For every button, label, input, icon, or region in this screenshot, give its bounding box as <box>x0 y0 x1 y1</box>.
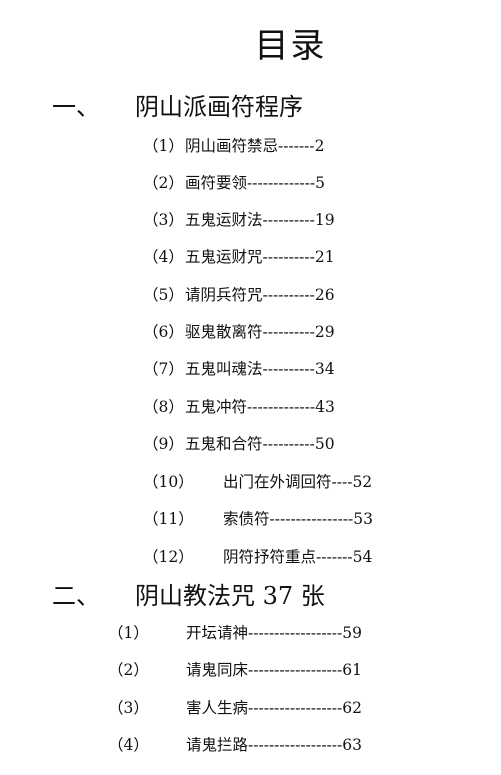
entry-text: 出门在外调回符----52 <box>223 473 373 491</box>
entry-index: （12） <box>143 548 194 566</box>
entry-index: （9） <box>143 435 184 453</box>
entry-text: 五鬼运财咒----------21 <box>185 248 335 266</box>
entry-text: 请鬼拦路------------------63 <box>186 736 362 754</box>
entry-index: （5） <box>143 286 184 304</box>
entry-index: （7） <box>143 360 184 378</box>
entry-text: 五鬼运财法----------19 <box>185 211 335 229</box>
entry-index: （10） <box>143 473 194 491</box>
entry-index: （3） <box>108 699 149 717</box>
entry-text: 阴符抒符重点-------54 <box>223 548 373 566</box>
entry-text: 索债符----------------53 <box>223 510 374 528</box>
page-title: 目录 <box>254 26 327 66</box>
entry-text: 阴山画符禁忌-------2 <box>185 137 325 155</box>
entry-index: （2） <box>108 661 149 679</box>
entry-index: （1） <box>143 137 184 155</box>
entry-index: （8） <box>143 398 184 416</box>
entry-index: （4） <box>143 248 184 266</box>
entry-index: （1） <box>108 624 149 642</box>
entry-text: 开坛请神------------------59 <box>186 624 362 642</box>
entry-text: 画符要领-------------5 <box>185 174 325 192</box>
section-name: 阴山派画符程序 <box>135 93 303 121</box>
entry-index: （11） <box>143 510 194 528</box>
entry-text: 请鬼同床------------------61 <box>186 661 362 679</box>
entry-text: 五鬼和合符----------50 <box>185 435 335 453</box>
entry-text: 五鬼冲符-------------43 <box>185 398 335 416</box>
entry-index: （3） <box>143 211 184 229</box>
entry-text: 害人生病------------------62 <box>186 699 362 717</box>
entry-text: 五鬼叫魂法----------34 <box>185 360 335 378</box>
section-number: 一、 <box>52 93 100 121</box>
entry-text: 请阴兵符咒----------26 <box>185 286 335 304</box>
entry-index: （2） <box>143 174 184 192</box>
section-name: 阴山教法咒 37 张 <box>135 582 325 610</box>
entry-index: （4） <box>108 736 149 754</box>
section-number: 二、 <box>52 582 100 610</box>
entry-index: （6） <box>143 323 184 341</box>
entry-text: 驱鬼散离符----------29 <box>185 323 335 341</box>
